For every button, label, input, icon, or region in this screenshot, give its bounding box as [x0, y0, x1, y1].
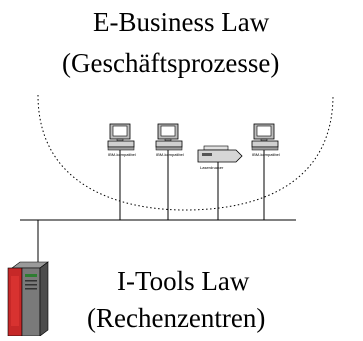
pc-icon: IBM-kompatibel	[155, 123, 184, 157]
top-title-line1: E-Business Law	[93, 7, 270, 37]
pc-icon: IBM-kompatibel	[251, 123, 280, 157]
server-tower-icon	[7, 261, 49, 337]
pc-label: IBM-kompatibel	[108, 152, 136, 157]
printer-label: Laserdrucker	[200, 165, 224, 170]
printer-icon: Laserdrucker	[197, 145, 243, 170]
bottom-title-line1: I-Tools Law	[117, 266, 250, 296]
business-domain-arc	[37, 94, 334, 211]
pc-label: IBM-kompatibel	[156, 152, 184, 157]
pc-label: IBM-kompatibel	[252, 152, 280, 157]
top-title-line2: (Geschäftsprozesse)	[62, 48, 280, 78]
bottom-title-line2: (Rechenzentren)	[87, 303, 266, 333]
pc-icon: IBM-kompatibel	[107, 123, 136, 157]
